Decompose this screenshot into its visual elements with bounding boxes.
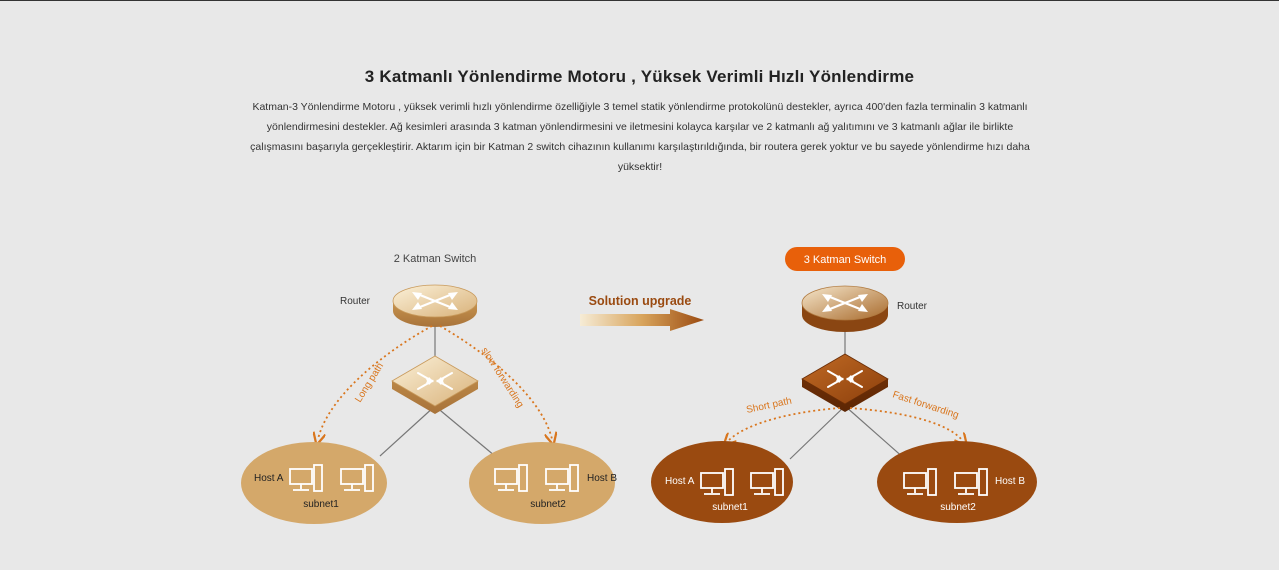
router-label: Router — [340, 296, 371, 307]
router-icon — [393, 285, 477, 327]
subnet2-label: subnet2 — [940, 502, 976, 513]
long-path-label: Long path — [353, 361, 386, 405]
host-b-label: Host B — [587, 473, 617, 484]
subnet2-group: Host B subnet2 — [877, 441, 1037, 523]
subnet2-label: subnet2 — [530, 499, 566, 510]
upgrade-arrow: Solution upgrade — [580, 294, 704, 331]
router-label: Router — [897, 301, 928, 312]
right-diagram: 3 Katman Switch Router — [651, 247, 1037, 523]
switch-badge-label: 3 Katman Switch — [804, 254, 887, 266]
switch-icon — [802, 354, 888, 412]
subnet2-group: Host B subnet2 — [469, 442, 617, 524]
switch-icon — [392, 356, 478, 414]
host-b-label: Host B — [995, 476, 1025, 487]
subnet1-group: Host A subnet1 — [651, 441, 793, 523]
link-line — [790, 406, 845, 459]
host-a-label: Host A — [254, 473, 284, 484]
slow-forwarding-label: slow forwarding — [478, 346, 525, 410]
router-icon — [802, 286, 888, 332]
host-a-label: Host A — [665, 476, 695, 487]
left-diagram: 2 Katman Switch Router — [241, 253, 617, 524]
fast-forwarding-label: Fast forwarding — [891, 389, 960, 421]
link-line — [380, 406, 435, 456]
left-heading: 2 Katman Switch — [394, 253, 477, 265]
short-path-label: Short path — [745, 396, 792, 416]
subnet1-group: Host A subnet1 — [241, 442, 387, 524]
subnet1-label: subnet1 — [303, 499, 339, 510]
link-line — [435, 406, 495, 456]
short-path-arrow — [728, 408, 840, 441]
arrow-right-icon — [580, 309, 704, 331]
upgrade-label: Solution upgrade — [589, 294, 692, 308]
subnet1-label: subnet1 — [712, 502, 748, 513]
